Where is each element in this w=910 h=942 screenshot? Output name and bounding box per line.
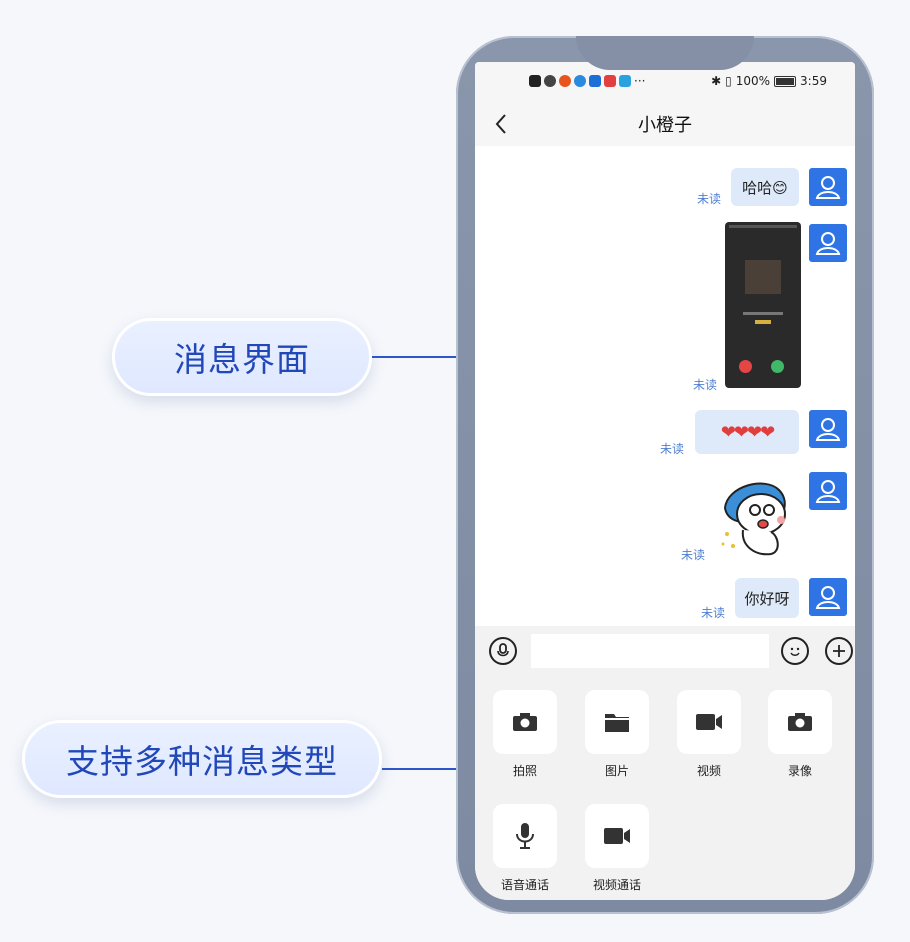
leader-line xyxy=(372,356,507,358)
callout-message-ui: 消息界面 xyxy=(112,318,372,396)
unread-status: 未读 xyxy=(701,606,726,620)
message-input[interactable] xyxy=(531,634,769,668)
microphone-icon xyxy=(516,823,534,849)
app-icon xyxy=(574,75,586,87)
unread-status: 未读 xyxy=(681,548,706,562)
weibo-icon xyxy=(559,75,571,87)
tool-label: 视频 xyxy=(696,764,721,778)
battery-icon xyxy=(774,75,797,87)
chat-header: 小橙子 xyxy=(475,102,855,146)
avatar[interactable] xyxy=(809,578,847,616)
status-icons: ··· xyxy=(529,74,645,88)
more-button[interactable] xyxy=(825,637,853,665)
back-button[interactable] xyxy=(489,112,513,136)
tool-box xyxy=(585,690,649,754)
smiley-icon xyxy=(790,647,800,656)
user-icon xyxy=(815,232,841,255)
tool-take-photo[interactable]: 拍照 xyxy=(493,690,557,779)
tool-label: 拍照 xyxy=(512,764,537,778)
tool-box xyxy=(677,690,741,754)
sticker-message[interactable] xyxy=(715,476,801,558)
app-icon xyxy=(604,75,616,87)
telegram-icon xyxy=(619,75,631,87)
leader-line xyxy=(382,768,508,770)
video-icon xyxy=(696,714,722,730)
avatar[interactable] xyxy=(809,472,847,510)
avatar[interactable] xyxy=(809,224,847,262)
user-icon xyxy=(815,586,841,609)
tool-box xyxy=(585,804,649,868)
screenshot-text xyxy=(743,312,783,315)
screenshot-photo xyxy=(745,260,781,294)
bluetooth-icon: ✱ xyxy=(711,74,722,88)
status-right: ✱ ▯ 100% 3:59 xyxy=(711,74,827,88)
tool-video[interactable]: 视频 xyxy=(677,690,741,779)
hangup-icon xyxy=(739,360,752,373)
camera-icon xyxy=(788,713,812,731)
folder-icon xyxy=(605,714,629,732)
camera-icon xyxy=(513,713,537,731)
unread-status: 未读 xyxy=(693,378,718,392)
wifi-icon xyxy=(544,75,556,87)
screenshot-status xyxy=(729,225,797,228)
emoji-button[interactable] xyxy=(781,637,809,665)
message-bubble[interactable]: 你好呀 xyxy=(735,578,799,618)
tool-box xyxy=(768,690,832,754)
tool-box xyxy=(493,804,557,868)
message-list[interactable]: 未读 哈哈😊 未读 未读 ❤❤❤❤ 未读 xyxy=(475,146,855,626)
voice-button[interactable] xyxy=(489,637,517,665)
unread-status: 未读 xyxy=(697,192,722,206)
answer-icon xyxy=(771,360,784,373)
screenshot-emoji xyxy=(755,320,771,324)
battery-percent: 100% xyxy=(735,74,771,88)
tool-label: 图片 xyxy=(604,764,629,778)
alert-icon xyxy=(529,75,541,87)
video-call-icon xyxy=(604,828,630,844)
tool-label: 语音通话 xyxy=(500,878,549,892)
tool-voice-call[interactable]: 语音通话 xyxy=(493,804,557,893)
sticker-image xyxy=(721,482,786,556)
more-indicator: ··· xyxy=(634,74,646,88)
input-bar xyxy=(475,626,855,676)
chevron-left-icon xyxy=(495,114,506,134)
tool-pictures[interactable]: 图片 xyxy=(585,690,649,779)
avatar[interactable] xyxy=(809,410,847,448)
app-icon xyxy=(589,75,601,87)
chat-title: 小橙子 xyxy=(638,115,692,136)
tool-label: 录像 xyxy=(787,764,812,778)
callout-multi-message-types: 支持多种消息类型 xyxy=(22,720,382,798)
user-icon xyxy=(815,418,841,441)
tool-panel: 拍照 图片 视频 录像 语音通话 xyxy=(475,676,855,900)
avatar[interactable] xyxy=(809,168,847,206)
tool-record[interactable]: 录像 xyxy=(768,690,832,779)
image-message[interactable] xyxy=(725,222,801,388)
tool-box xyxy=(493,690,557,754)
microphone-icon xyxy=(497,643,509,657)
tool-video-call[interactable]: 视频通话 xyxy=(585,804,649,893)
user-icon xyxy=(815,480,841,503)
phone-screen: ··· ✱ ▯ 100% 3:59 小橙子 未读 哈哈😊 未读 xyxy=(475,62,855,900)
unread-status: 未读 xyxy=(660,442,685,456)
plus-icon xyxy=(833,645,845,657)
phone-notch xyxy=(576,36,754,70)
clock: 3:59 xyxy=(800,74,827,88)
tool-label: 视频通话 xyxy=(592,878,641,892)
message-bubble[interactable]: 哈哈😊 xyxy=(731,168,799,206)
message-bubble[interactable]: ❤❤❤❤ xyxy=(695,410,799,454)
vibrate-icon: ▯ xyxy=(725,74,732,88)
user-icon xyxy=(815,176,841,199)
